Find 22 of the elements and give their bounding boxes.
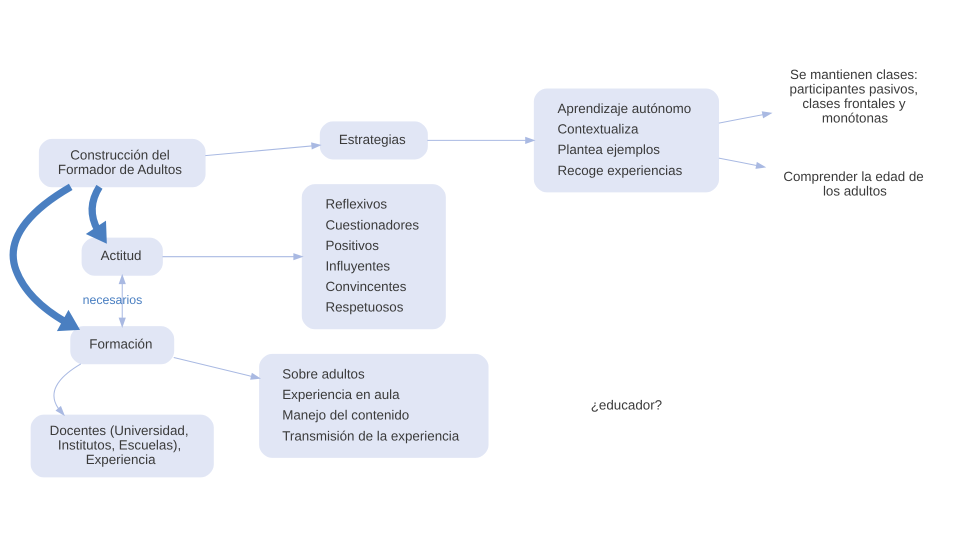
arrow (54, 364, 82, 416)
node-box: Actitud (82, 238, 163, 276)
node-box: Sobre adultos Experiencia en aula Manejo del contenido Transmisión de la experiencia (259, 354, 489, 458)
node-text: Comprender la edad de los adultos (783, 168, 924, 198)
arrow (718, 158, 766, 169)
edge-label: necesarios (82, 293, 142, 308)
arrow (86, 184, 107, 244)
node-box: Estrategias (320, 121, 428, 160)
label: ¿educador? (590, 397, 662, 412)
arrow (118, 274, 126, 328)
node-box: Reflexivos Cuestionadores Positivos Influyentes Convincentes Respetuosos (302, 184, 446, 330)
arrow (174, 356, 261, 380)
arrow (718, 111, 773, 124)
node-box: Formación (70, 326, 174, 364)
arrow (427, 136, 536, 144)
node-box: Docentes (Universidad, Institutos, Escuelas), Experiencia (30, 414, 214, 478)
arrow (162, 253, 304, 260)
node-text: Se mantienen clases: participantes pasivos, clases frontales y monótonas (790, 67, 918, 126)
node-box: Construcción del Formador de Adultos (38, 138, 206, 188)
arrow (10, 184, 80, 332)
arrow (205, 142, 322, 156)
node-box: Aprendizaje autónomo Contextualiza Plantea ejemplos Recoge experiencias (534, 88, 720, 192)
